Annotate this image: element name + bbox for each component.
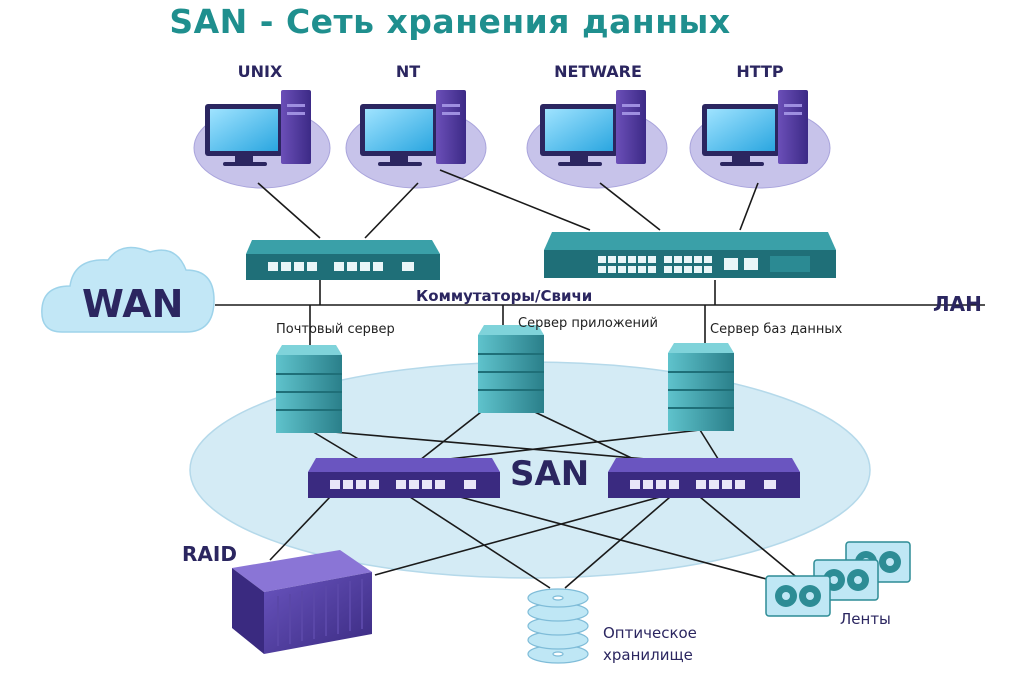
san-switch-right-icon: [608, 458, 800, 498]
computer-http-icon: [702, 90, 808, 166]
raid-array-icon: [232, 550, 372, 654]
san-switch-left-icon: [308, 458, 500, 498]
lan-switch-left-icon: [246, 240, 440, 280]
computer-nt-icon: [360, 90, 466, 166]
tapes-label: Ленты: [840, 610, 891, 628]
host-label-netware: NETWARE: [554, 62, 642, 81]
host-label-http: HTTP: [736, 62, 784, 81]
san-links: [269, 404, 801, 589]
db-server-icon: [668, 343, 734, 431]
computer-unix-icon: [205, 90, 311, 166]
db-server-label: Сервер баз данных: [710, 322, 843, 337]
tapes-icon: [765, 541, 911, 617]
optical-label-line2: хранилище: [603, 646, 693, 664]
wan-label: WAN: [82, 282, 184, 326]
wan-cloud: [41, 246, 215, 333]
lan-links: [215, 169, 985, 350]
mail-server-label: Почтовый сервер: [276, 322, 395, 337]
lan-label: ЛАН: [933, 292, 982, 316]
optical-storage-icon: [527, 588, 589, 664]
app-server-label: Сервер приложений: [518, 316, 658, 331]
computer-netware-icon: [540, 90, 646, 166]
host-label-nt: NT: [395, 62, 421, 81]
lan-switch-right-icon: [544, 232, 836, 278]
page-title: SAN - Сеть хранения данных: [169, 2, 731, 41]
switches-label: Коммутаторы/Свичи: [416, 287, 593, 305]
raid-label: RAID: [182, 542, 237, 566]
optical-label-line1: Оптическое: [603, 624, 697, 642]
app-server-icon: [478, 325, 544, 413]
san-label: SAN: [510, 454, 590, 494]
mail-server-icon: [276, 345, 342, 433]
host-label-unix: UNIX: [237, 62, 283, 81]
